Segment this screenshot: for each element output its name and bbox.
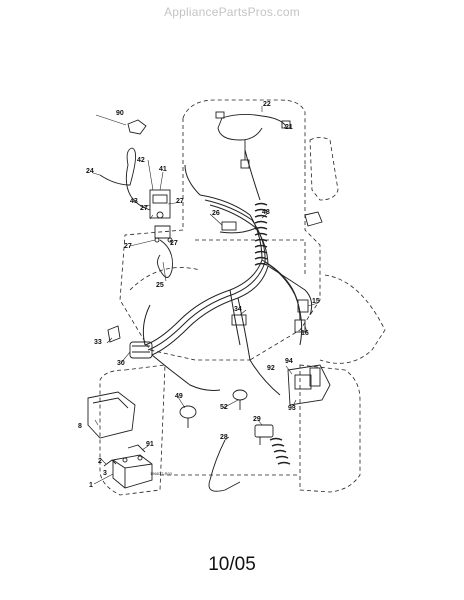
label-part-27-c: 27 xyxy=(124,243,132,250)
battery-1 xyxy=(112,454,153,489)
label-part-28: 28 xyxy=(220,434,228,441)
bulb-52 xyxy=(232,389,248,410)
clip-33 xyxy=(107,325,121,343)
label-part-30: 30 xyxy=(117,360,125,367)
label-part-43: 43 xyxy=(130,198,138,205)
cable-24 xyxy=(99,147,151,211)
page-date: 10/05 xyxy=(208,554,256,575)
label-part-16: 16 xyxy=(301,330,309,337)
connector-34 xyxy=(231,314,247,326)
label-part-29: 29 xyxy=(253,416,261,423)
bulb-48 xyxy=(179,405,197,428)
label-part-93: 93 xyxy=(288,405,296,412)
label-part-21: 21 xyxy=(285,124,293,131)
label-part-1: 1 xyxy=(89,482,93,489)
label-part-22: 22 xyxy=(263,101,271,108)
label-part-94: 94 xyxy=(285,358,293,365)
leader-lines xyxy=(92,106,319,485)
main-harness-bundle xyxy=(142,149,313,396)
label-part-26: 26 xyxy=(212,210,220,217)
drawing-id: 196877-R03 xyxy=(150,471,173,476)
label-part-42: 42 xyxy=(137,157,145,164)
label-part-27-d: 27 xyxy=(170,240,178,247)
label-part-3: 3 xyxy=(103,470,107,477)
label-part-25: 25 xyxy=(156,282,164,289)
label-part-33: 33 xyxy=(94,339,102,346)
label-part-41: 41 xyxy=(159,166,167,173)
label-part-52: 52 xyxy=(220,404,228,411)
label-part-48: 48 xyxy=(262,209,270,216)
seat-switch-bracket xyxy=(287,364,331,406)
battery-box-8 xyxy=(87,391,136,439)
coiled-harness xyxy=(254,202,291,465)
label-part-49: 49 xyxy=(175,393,183,400)
label-part-24: 24 xyxy=(86,168,94,175)
tractor-outline xyxy=(99,99,386,496)
label-part-15: 15 xyxy=(312,298,320,305)
label-part-34: 34 xyxy=(234,306,242,313)
bolt-2 xyxy=(103,459,117,467)
watermark-text: AppliancePartsPros.com xyxy=(164,5,300,19)
connector-90 xyxy=(127,119,147,135)
cable-28 xyxy=(208,439,241,492)
label-part-92: 92 xyxy=(267,365,275,372)
solenoid-assembly xyxy=(149,189,173,243)
label-part-2: 2 xyxy=(98,458,102,465)
side-connector xyxy=(304,211,323,227)
headlight-harness xyxy=(215,111,291,169)
cable-25 xyxy=(157,239,173,278)
switch-29 xyxy=(254,424,274,445)
label-part-90: 90 xyxy=(116,110,124,117)
switch-30 xyxy=(129,341,153,359)
bolt-3 xyxy=(127,444,146,453)
label-part-27-b: 27 xyxy=(176,198,184,205)
connector-26 xyxy=(221,221,237,231)
label-part-91: 91 xyxy=(146,441,154,448)
label-part-8: 8 xyxy=(78,423,82,430)
label-part-27-a: 27 xyxy=(140,205,148,212)
